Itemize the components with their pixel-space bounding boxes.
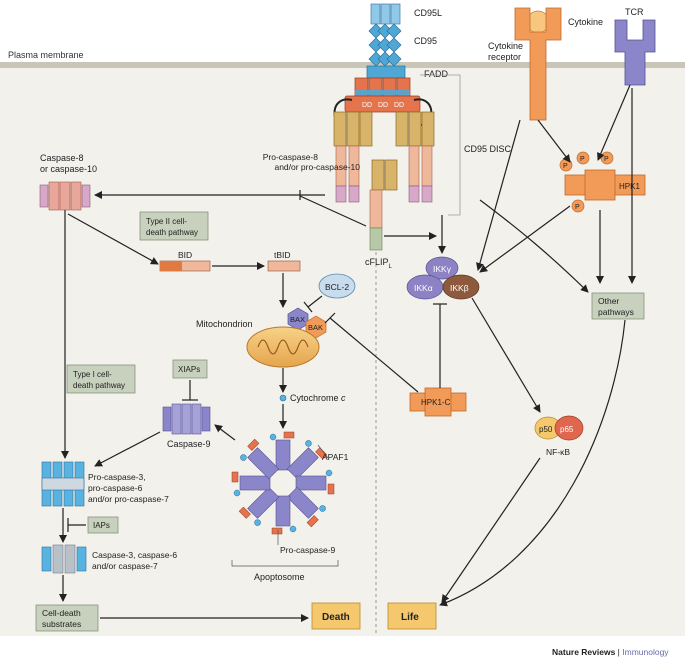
type2-label-2: death pathway xyxy=(146,228,198,237)
iaps-label: IAPs xyxy=(93,521,110,530)
caspase3-label-1: Caspase-3, caspase-6 xyxy=(92,550,177,560)
caspase8-label-2: or caspase-10 xyxy=(40,164,97,174)
hpk1-label: HPK1 xyxy=(619,182,640,191)
bid-label: BID xyxy=(178,250,192,260)
cytokine-receptor xyxy=(514,7,562,121)
cytokine-receptor-label-1: Cytokine xyxy=(488,41,523,51)
phospho-label-3: P xyxy=(604,156,609,163)
bax-bak xyxy=(287,307,327,339)
apaf1-label: APAF1 xyxy=(322,452,349,462)
hpk1c-fragment xyxy=(409,387,467,417)
procaspase8-label-2: and/or pro-caspase-10 xyxy=(274,162,360,172)
ikka-label: IKKα xyxy=(414,283,433,293)
type1-label-2: death pathway xyxy=(73,381,125,390)
substrates-box xyxy=(35,604,99,632)
hpk1c-label: HPK1-C xyxy=(421,398,451,407)
other-pathways-box xyxy=(591,292,645,320)
cflip-column xyxy=(369,189,383,251)
caspase3-label-2: and/or caspase-7 xyxy=(92,561,158,571)
cd95l-label: CD95L xyxy=(414,8,442,18)
procaspase8-label-1: Pro-caspase-8 xyxy=(263,152,319,162)
cd95-receptor-complex xyxy=(366,3,406,79)
procaspase-3 xyxy=(41,461,85,507)
pathway-arrows xyxy=(59,84,636,622)
other-pathways-label-2: pathways xyxy=(598,307,634,317)
procaspase9-label: Pro-caspase-9 xyxy=(280,545,336,555)
phospho-label-4: P xyxy=(575,204,580,211)
dd-label-1: DD xyxy=(362,102,372,109)
iaps-box xyxy=(87,516,119,534)
type2-label-1: Type II cell- xyxy=(146,217,187,226)
fadd-label: FADD xyxy=(424,69,449,79)
ikk-complex xyxy=(406,256,480,300)
nfkb-label: NF-κB xyxy=(546,447,570,457)
tbid-label: tBID xyxy=(274,250,291,260)
xiaps-label: XIAPs xyxy=(178,365,200,374)
type1-label-1: Type I cell- xyxy=(73,370,112,379)
mitochondrion-label: Mitochondrion xyxy=(196,319,253,329)
apoptosome-label: Apoptosome xyxy=(254,572,305,582)
substrates-label-2: substrates xyxy=(42,619,81,629)
life-label: Life xyxy=(401,612,419,623)
footer-credit: Nature Reviews | Immunology xyxy=(552,647,669,657)
caspase-9 xyxy=(162,403,211,435)
bak-label: BAK xyxy=(308,323,323,332)
procaspase-8-columns xyxy=(335,145,433,203)
cflip-label: cFLIPL xyxy=(365,257,393,270)
mitochondrion xyxy=(246,326,320,368)
plasma-membrane-label: Plasma membrane xyxy=(8,50,84,60)
procaspase3-label-2: pro-caspase-6 xyxy=(88,483,143,493)
cd95-disc-label: CD95 DISC xyxy=(464,144,512,154)
phospho-label-1: P xyxy=(563,163,568,170)
caspase-8-active xyxy=(39,181,91,211)
cd95-label: CD95 xyxy=(414,36,437,46)
bcl2-label: BCL-2 xyxy=(325,282,349,292)
cytochrome-c-label: Cytochrome c xyxy=(290,393,346,403)
ikkb-label: IKKβ xyxy=(450,283,469,293)
apoptosome xyxy=(231,431,335,535)
life-box xyxy=(387,602,437,630)
plasma-membrane xyxy=(0,62,685,68)
tcr-label: TCR xyxy=(625,7,644,17)
type1-box xyxy=(66,364,136,394)
xiaps-box xyxy=(172,359,208,379)
apaf1-leader xyxy=(317,444,329,459)
dd-label-2: DD xyxy=(378,102,388,109)
phospho-label-2: P xyxy=(580,156,585,163)
dd-label-3: DD xyxy=(394,102,404,109)
cytochrome-c-icon xyxy=(279,394,287,402)
caspase9-label: Caspase-9 xyxy=(167,439,211,449)
cytokine-receptor-label-2: receptor xyxy=(488,52,521,62)
caspase-3-active xyxy=(41,544,87,574)
nfkb-dimer xyxy=(534,415,584,441)
p50-label: p50 xyxy=(539,425,553,434)
procaspase3-label-3: and/or pro-caspase-7 xyxy=(88,494,169,504)
apoptosome-bracket xyxy=(231,560,339,567)
procaspase3-label-1: Pro-caspase-3, xyxy=(88,472,146,482)
other-pathways-label-1: Other xyxy=(598,296,619,306)
type2-box xyxy=(139,211,209,241)
bax-label: BAX xyxy=(290,315,305,324)
bcl2-protein xyxy=(318,273,356,299)
p65-label: p65 xyxy=(560,425,574,434)
cytokine-label: Cytokine xyxy=(568,17,603,27)
ikkg-label: IKKγ xyxy=(433,264,452,274)
death-label: Death xyxy=(322,612,350,623)
death-domain-stack: DD DD DD xyxy=(333,77,433,126)
caspase8-label-1: Caspase-8 xyxy=(40,153,84,163)
tbid-protein xyxy=(267,260,301,272)
tcr-receptor xyxy=(614,19,656,86)
substrates-label-1: Cell-death xyxy=(42,608,81,618)
death-box xyxy=(311,602,361,630)
bid-protein xyxy=(159,260,211,272)
disc-bracket xyxy=(420,74,461,216)
